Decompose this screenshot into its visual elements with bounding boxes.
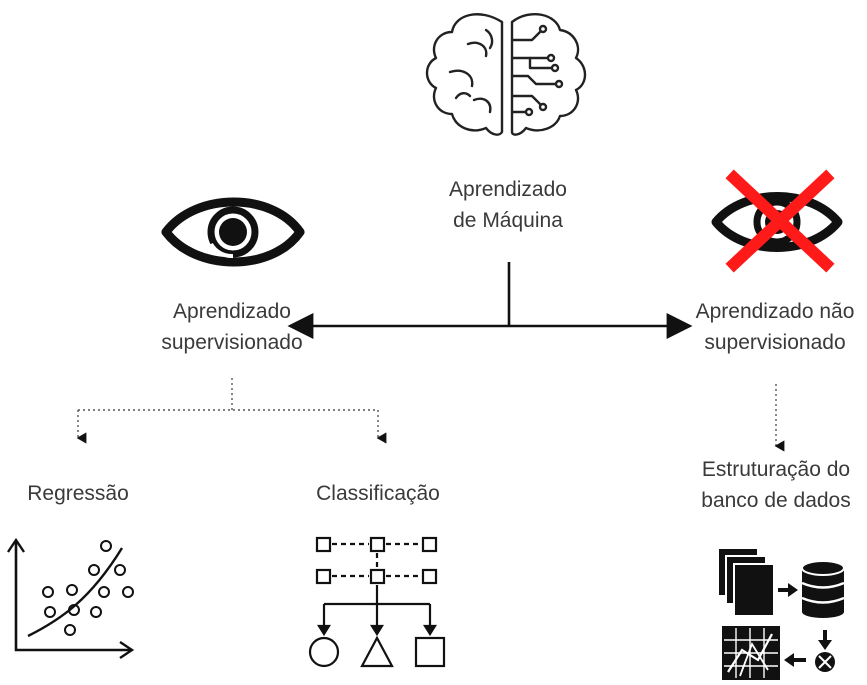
scatter-regression-icon <box>7 537 135 659</box>
brain-circuit-icon <box>425 13 587 136</box>
regression-label: Regressão <box>27 482 129 505</box>
classification-tree-icon <box>308 536 446 668</box>
supervised-label-line2: supervisionado <box>161 331 302 354</box>
root-label-line2: de Máquina <box>453 209 563 232</box>
supervised-label-line1: Aprendizado <box>173 300 291 323</box>
database-structuring-icon <box>717 547 845 680</box>
structuring-label-line1: Estruturação do <box>702 458 850 481</box>
eye-crossed-icon <box>711 169 843 273</box>
structuring-label-line2: banco de dados <box>701 489 850 512</box>
dotted-connectors <box>76 378 785 452</box>
classification-label: Classificação <box>316 482 440 505</box>
eye-icon <box>161 197 305 267</box>
unsupervised-label-line1: Aprendizado não <box>696 300 855 323</box>
unsupervised-label-line2: supervisionado <box>704 331 845 354</box>
root-label-line1: Aprendizado <box>449 178 567 201</box>
